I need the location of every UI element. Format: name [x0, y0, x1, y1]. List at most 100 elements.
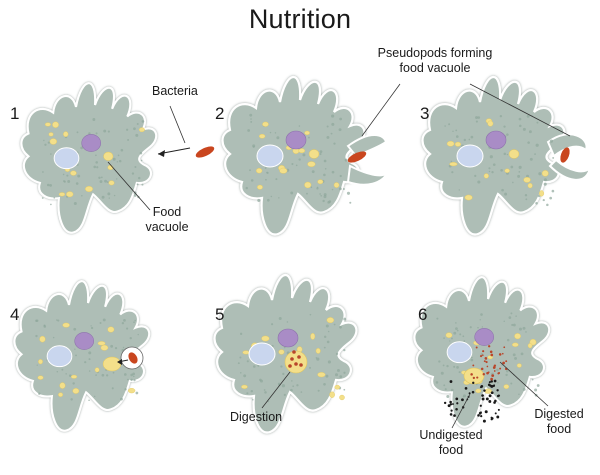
- digested-particle: [288, 364, 292, 368]
- cell-body: [421, 76, 566, 236]
- food-granule: [258, 133, 266, 139]
- food-granule: [70, 374, 78, 379]
- food-granule: [59, 382, 66, 389]
- food-granule: [62, 322, 70, 328]
- cell-body: [413, 276, 551, 428]
- food-granule: [70, 170, 77, 176]
- nucleus: [74, 332, 94, 350]
- undigested-particle: [455, 397, 459, 401]
- food-granule: [63, 131, 69, 137]
- undigested-particle: [488, 400, 492, 403]
- food-granule: [58, 392, 64, 397]
- leader-digested: [499, 361, 549, 407]
- label-food-vacuole: Food vacuole: [145, 205, 189, 234]
- food-granule: [261, 335, 270, 342]
- food-granule: [38, 359, 43, 365]
- undigested-particle: [464, 387, 468, 390]
- digested-particle: [479, 355, 483, 358]
- food-granule: [49, 138, 57, 145]
- bacterium-3: [560, 147, 570, 163]
- food-granule: [475, 388, 482, 394]
- bacterium-1: [195, 146, 215, 158]
- undigested-particle: [490, 384, 494, 388]
- food-granule: [514, 333, 521, 340]
- undigested-particle: [490, 380, 493, 383]
- food-granule: [44, 122, 51, 127]
- nucleus: [485, 130, 507, 150]
- digested-particle: [486, 365, 489, 368]
- bacterium-2: [347, 151, 367, 163]
- food-granule: [100, 344, 109, 351]
- food-granule: [326, 317, 335, 324]
- undigested-particle: [482, 419, 486, 423]
- digested-particle: [482, 354, 484, 356]
- food-granule: [298, 148, 306, 154]
- arrow-head-icon: [117, 359, 122, 365]
- label-digested-food: Digested food: [534, 407, 584, 436]
- undigested-particle: [472, 381, 475, 385]
- label-digestion: Digestion: [230, 410, 283, 424]
- undigested-particle: [497, 408, 500, 411]
- undigested-particle: [450, 409, 453, 412]
- food-granule: [512, 342, 519, 347]
- digested-particle: [292, 350, 296, 354]
- undigested-particle: [496, 415, 500, 419]
- digested-particle: [482, 350, 485, 353]
- pseudopod-lower: [346, 164, 389, 186]
- undigested-particle: [492, 384, 495, 388]
- digested-particle: [501, 352, 504, 355]
- food-granule: [527, 183, 533, 189]
- digested-particle: [490, 353, 494, 357]
- digested-particle: [472, 364, 475, 367]
- undigested-particle: [449, 413, 453, 416]
- undigested-particle: [477, 414, 480, 417]
- digested-particle: [493, 364, 497, 367]
- food-granule: [523, 177, 531, 183]
- digested-particle: [487, 371, 490, 373]
- food-granule: [527, 343, 533, 349]
- undigested-particle: [449, 400, 452, 404]
- food-granule: [449, 162, 458, 167]
- leader-digestion: [261, 371, 291, 409]
- undigested-particle: [455, 407, 458, 411]
- cell-body: [213, 274, 358, 434]
- food-vacuole: [308, 149, 320, 159]
- food-granule: [138, 127, 145, 133]
- contractile-vacuole: [248, 342, 276, 366]
- leader-pseudopods-3: [469, 83, 571, 137]
- food-granule: [333, 182, 340, 188]
- amoeba-cell-6: [413, 276, 551, 428]
- food-granule: [315, 348, 321, 354]
- nucleus: [285, 130, 307, 150]
- undigested-particle: [452, 403, 454, 405]
- digested-particle: [489, 350, 493, 354]
- food-granule: [304, 130, 310, 136]
- undigested-particle: [488, 394, 492, 398]
- contractile-vacuole: [53, 147, 80, 170]
- food-granule: [58, 192, 66, 197]
- undigested-particle: [449, 403, 453, 406]
- undigested-particle: [487, 383, 491, 387]
- step-number-5: 5: [215, 305, 225, 324]
- digestion-vacuole: [284, 350, 308, 374]
- food-vacuole-yellow: [102, 356, 122, 372]
- digested-particle: [498, 353, 502, 356]
- step-number-6: 6: [418, 305, 428, 324]
- undigested-particle: [496, 394, 500, 398]
- food-granule: [72, 388, 80, 394]
- digested-particle: [476, 376, 479, 379]
- undigested-particle: [453, 414, 456, 417]
- food-granule: [37, 375, 44, 380]
- undigested-particle: [481, 394, 484, 397]
- cell-body: [20, 82, 158, 234]
- food-granule: [128, 388, 136, 394]
- digested-particle: [299, 363, 303, 367]
- food-granule: [97, 341, 106, 346]
- undigested-particle: [449, 380, 453, 383]
- nucleus: [474, 328, 494, 346]
- step-number-1: 1: [10, 104, 20, 123]
- contractile-vacuole: [256, 144, 284, 168]
- undigested-particle: [481, 397, 485, 401]
- leader-food-vacuole: [107, 161, 151, 211]
